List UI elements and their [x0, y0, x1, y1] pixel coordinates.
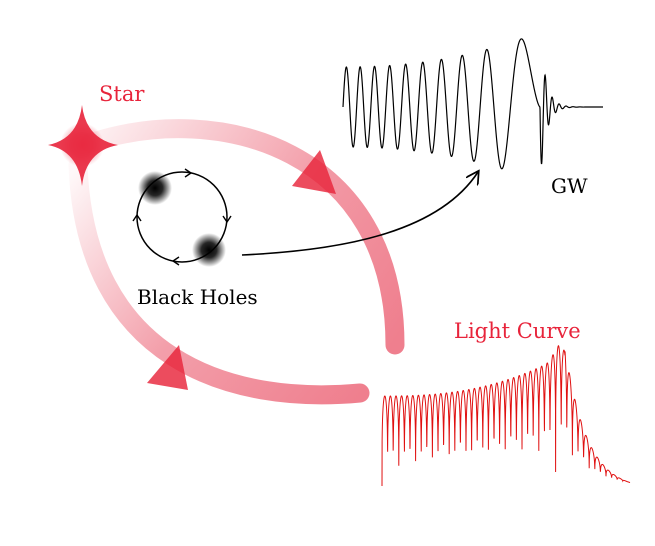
gw-waveform: [342, 38, 603, 170]
gw-label: GW: [551, 174, 588, 198]
cycle-arrow-top-icon: [292, 150, 336, 194]
black-hole-icon: [138, 171, 172, 205]
orbit-circle: [136, 171, 228, 263]
black-holes-label: Black Holes: [137, 285, 258, 309]
star-label: Star: [99, 82, 145, 106]
light-curve-trace: [381, 345, 631, 487]
cycle-arc-top: [80, 119, 405, 355]
light-curve-label: Light Curve: [454, 319, 581, 343]
orbit-arrow-icon: [184, 168, 193, 178]
orbit-arrow-icon: [132, 213, 142, 222]
cycle-arc-bottom: [68, 155, 370, 405]
emission-arrow: [241, 172, 478, 256]
orbit-arrow-icon: [171, 256, 180, 266]
orbit-arrow-icon: [222, 215, 232, 224]
star-icon: [48, 105, 118, 186]
cycle-arrow-bottom-icon: [147, 345, 188, 390]
black-hole-icon: [192, 233, 226, 267]
